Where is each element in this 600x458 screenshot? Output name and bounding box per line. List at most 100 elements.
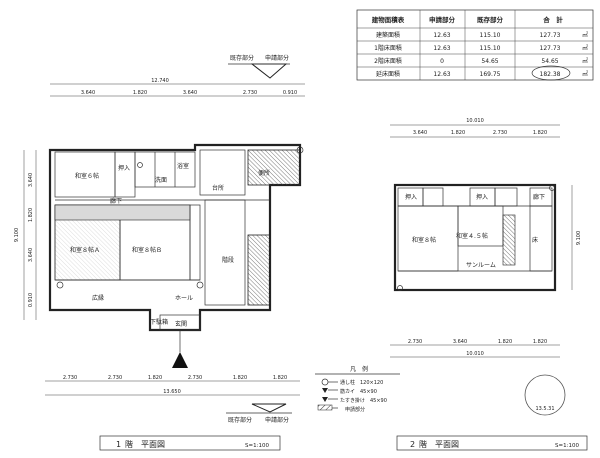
svg-text:10.010: 10.010: [466, 118, 484, 124]
column-circle-icon: [321, 378, 329, 386]
svg-text:2.730: 2.730: [493, 130, 507, 136]
title-name: 階 平面図: [419, 439, 459, 449]
table-header-label: 建物面積表: [371, 15, 405, 24]
title-block-2: 2 階 平面図 S=1:100: [396, 435, 588, 451]
svg-text:1.820: 1.820: [133, 90, 147, 96]
row-applied: 0: [440, 58, 444, 65]
svg-text:1.820: 1.820: [533, 130, 547, 136]
applied-area-hatch: [247, 149, 301, 186]
row-unit: ㎡: [582, 44, 588, 52]
svg-text:9.100: 9.100: [576, 231, 582, 245]
total-circle-mark: [531, 65, 571, 81]
svg-text:3.640: 3.640: [413, 130, 427, 136]
room-washitsu45: 和室４.５帖: [456, 232, 488, 240]
legend-existing-label: 既存部分: [230, 54, 254, 62]
svg-text:12.740: 12.740: [151, 78, 169, 84]
table-header-applied: 申請部分: [429, 15, 456, 24]
row-unit: ㎡: [582, 70, 588, 78]
row-unit: ㎡: [582, 57, 588, 65]
row-existing: 115.10: [480, 45, 501, 52]
title-name: 階 平面図: [125, 439, 165, 449]
table-header-total: 合 計: [542, 15, 563, 24]
table-header-existing: 既存部分: [477, 15, 504, 24]
svg-text:3.640: 3.640: [453, 339, 467, 345]
row-existing: 169.75: [480, 71, 501, 78]
svg-text:2.730: 2.730: [108, 375, 122, 381]
cross-brace-triangle-icon: [322, 397, 328, 402]
entrance-arrow-icon: [172, 352, 188, 368]
svg-text:10.010: 10.010: [466, 351, 484, 357]
room-hall: ホール: [175, 295, 193, 302]
legend-applied-label: 申請部分: [265, 54, 289, 62]
room-hiroen: 広縁: [92, 294, 104, 302]
svg-text:1.820: 1.820: [451, 130, 465, 136]
svg-text:2.730: 2.730: [408, 339, 422, 345]
room-washitsu8a: 和室８帖Ａ: [70, 246, 100, 254]
room-getabako: 下駄箱: [150, 318, 168, 326]
room-oshiire: 押入: [405, 193, 417, 201]
row-label: 建築面積: [376, 31, 400, 39]
room-genkan: 玄関: [175, 320, 187, 328]
floor2-dimensions: 10.010 3.640 1.820 2.730 1.820 10.010 2.…: [390, 118, 582, 358]
room-toilet: 便所: [258, 169, 270, 177]
title-number: 1: [116, 440, 121, 449]
svg-text:1.820: 1.820: [233, 375, 247, 381]
row-label: 2階床面積: [374, 57, 402, 65]
room-rouka: 廊下: [110, 197, 122, 205]
title-scale: S=1:100: [245, 443, 269, 449]
svg-text:0.910: 0.910: [28, 293, 34, 307]
room-daidokoro: 台所: [212, 184, 224, 192]
svg-text:3.640: 3.640: [183, 90, 197, 96]
svg-text:1.820: 1.820: [28, 208, 34, 222]
title-scale: S=1:100: [555, 443, 579, 449]
legend-applied-label: 申請部分: [265, 416, 289, 424]
legend-top: 既存部分 申請部分: [228, 54, 290, 79]
floor2-plan: 押入 押入 廊下 和室８帖 和室４.５帖 サンルーム 床: [393, 183, 557, 292]
room-kaidan: 階段: [222, 256, 234, 264]
title-block-1: 1 階 平面図 S=1:100: [99, 435, 281, 451]
row-applied: 12.63: [433, 32, 450, 39]
svg-text:3.640: 3.640: [28, 173, 34, 187]
svg-text:0.910: 0.910: [283, 90, 297, 96]
row-existing: 54.65: [481, 58, 498, 65]
svg-text:1.820: 1.820: [148, 375, 162, 381]
legend-item: 申請部分: [345, 406, 365, 413]
title-number: 2: [410, 440, 415, 449]
svg-text:2.730: 2.730: [63, 375, 77, 381]
room-oshiire: 押入: [118, 164, 130, 172]
room-oshiire-2: 押入: [476, 193, 488, 201]
svg-text:2.730: 2.730: [188, 375, 202, 381]
svg-text:13.5.31: 13.5.31: [535, 406, 554, 412]
hatch-swatch-icon: [317, 404, 333, 411]
room-toko: 床: [532, 236, 538, 244]
room-sunroom: サンルーム: [466, 262, 496, 269]
legend-item: 筋カイ 45×90: [340, 388, 377, 395]
legend-title: 凡 例: [350, 365, 368, 373]
legend-item: 通し柱 120×120: [340, 379, 383, 386]
svg-text:1.820: 1.820: [533, 339, 547, 345]
row-total: 54.65: [541, 58, 558, 65]
row-total: 127.73: [540, 32, 561, 39]
svg-text:2.730: 2.730: [243, 90, 257, 96]
area-table: 建物面積表 申請部分 既存部分 合 計 建築面積 12.63 115.10 12…: [356, 9, 594, 81]
row-label: 1階床面積: [374, 44, 402, 52]
symbol-legend: 凡 例 通し柱 120×120 筋カイ 45×90 たすき掛け 45×90 申請…: [315, 365, 400, 413]
row-label: 延床面積: [376, 70, 400, 78]
legend-bottom: 既存部分 申請部分: [226, 403, 292, 424]
date-stamp: 13.5.31: [524, 374, 566, 416]
svg-text:3.640: 3.640: [28, 248, 34, 262]
floor1-plan: 和室６帖 押入 浴室 洗面 台所 便所 廊下 和室８帖Ａ 和室８帖Ｂ 広縁 ホー…: [48, 143, 304, 368]
row-total: 182.38: [540, 71, 561, 78]
room-yokushitsu: 浴室: [177, 162, 189, 170]
room-washitsu8: 和室８帖: [412, 236, 436, 244]
row-total: 127.73: [540, 45, 561, 52]
legend-item: たすき掛け 45×90: [340, 397, 387, 404]
floor1-dimensions: 12.740 3.640 1.820 3.640 2.730 0.910 9.1…: [14, 78, 305, 396]
row-unit: ㎡: [582, 31, 588, 39]
row-applied: 12.63: [433, 71, 450, 78]
svg-text:13.650: 13.650: [163, 389, 181, 395]
room-rouka: 廊下: [533, 193, 545, 201]
svg-text:1.820: 1.820: [498, 339, 512, 345]
room-washitsu6: 和室６帖: [75, 172, 99, 180]
legend-existing-label: 既存部分: [228, 416, 252, 424]
